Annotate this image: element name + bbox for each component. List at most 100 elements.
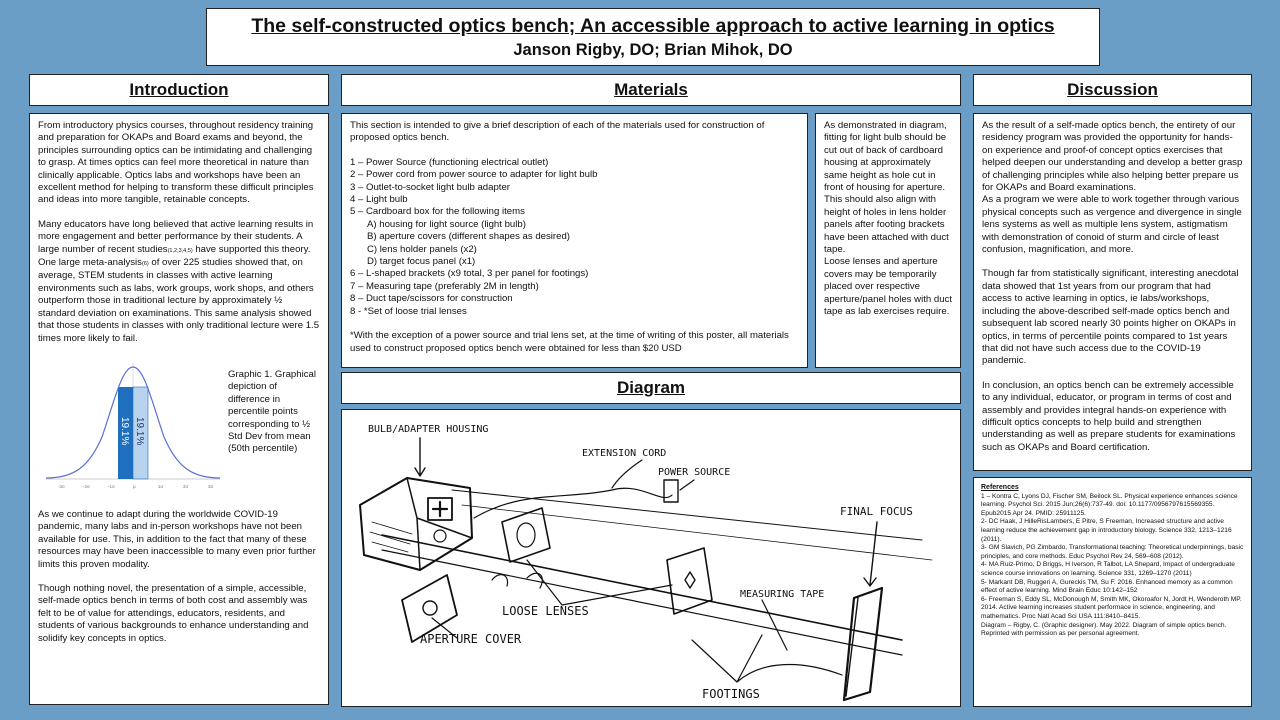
curve-tick-label: -2σ [83,484,90,489]
graphic-caption: Graphic 1. Graphical depiction of differ… [228,368,316,455]
references-title: References [981,484,1019,491]
power-outlet-icon [663,479,679,503]
diagram-header-text: Diagram [616,378,686,397]
materials-subitem: A) housing for light source (light bulb) [367,218,526,230]
discussion-paragraph-1: As the result of a self-made optics benc… [982,120,1243,194]
lens-1 [516,522,536,548]
intro-p2-b: have supported this theory. One large me… [38,243,311,269]
reference-item: 3- GM Slavich, PG Zimbardo, Transformati… [981,544,1244,560]
title-banner: The self-constructed optics bench; An ac… [206,8,1100,66]
lens-2 [684,571,696,589]
intro-paragraph-4: Though nothing novel, the presentation o… [38,582,309,644]
aperture-cover-hole [422,600,438,616]
materials-item: 7 – Measuring tape (preferably 2M in len… [350,280,539,292]
intro-paragraph-3: As we continue to adapt during the world… [38,508,316,570]
introduction-panel: From introductory physics courses, throu… [29,113,329,705]
reference-item: 6- Freeman S, Eddy SL, McDonough M, Smit… [981,595,1242,620]
reference-item: 1 – Kontra C, Lyons DJ, Fischer SM, Beil… [981,492,1238,517]
materials-header: Materials [341,74,961,106]
materials-side-p2: Loose lenses and aperture covers may be … [824,256,952,318]
lens-panel-1 [501,507,551,563]
label-power-source: POWER SOURCE [658,467,730,478]
label-extension-cord: EXTENSION CORD [582,448,666,459]
intro-p2-a: Many educators have long believed that a… [38,218,314,255]
materials-item: 8 - *Set of loose trial lenses [350,305,467,317]
optics-bench-sketch: BULB/ADAPTER HOUSING EXTENSION CORD POWE… [359,424,933,702]
lens-panel-2 [666,547,713,615]
bench-rail-top [381,534,903,641]
diagram-header: Diagram [341,372,961,404]
discussion-header: Discussion [973,74,1252,106]
final-focus-panel [842,586,884,702]
materials-item: 4 – Light bulb [350,194,408,206]
arrow-bulb [414,437,426,477]
aperture-opening [427,497,453,521]
reference-item: 4- MA Ruiz-Primo, D Briggs, H Iverson, R… [981,561,1235,577]
materials-item: 6 – L-shaped brackets (x9 total, 3 per p… [350,268,589,280]
intro-citation-2: (6) [141,261,149,268]
bulb-housing-edges [406,477,473,571]
introduction-header-text: Introduction [129,80,229,99]
label-aperture-cover: APERTURE COVER [420,632,522,646]
materials-subitem: D) target focus panel (x1) [367,256,476,268]
materials-item: 2 – Power cord from power source to adap… [350,169,598,181]
band-label-left: 19.1% [119,417,130,445]
materials-side-panel: As demonstrated in diagram, fitting for … [815,113,961,368]
intro-p2-c: of over 225 studies showed that, on aver… [38,257,320,344]
materials-subitem: C) lens holder panels (x2) [367,243,477,255]
discussion-header-text: Discussion [1067,80,1158,99]
discussion-paragraph-2: Though far from statistically significan… [982,268,1239,367]
arrow-focus [863,521,878,587]
curve-tick-label: -1σ [108,484,115,489]
label-measuring-tape: MEASURING TAPE [740,589,824,600]
materials-item: 3 – Outlet-to-socket light bulb adapter [350,181,510,193]
reference-item: 5- Markant DB, Ruggeri A, Gureckis TM, S… [981,578,1233,595]
aperture-cover [401,574,458,643]
curve-tick-label: -3σ [58,484,65,489]
materials-panel: This section is intended to give a brief… [341,113,808,368]
bulb-housing-box [359,477,473,571]
materials-list: 1 – Power Source (functioning electrical… [350,157,799,318]
arrow-power [679,479,695,491]
label-loose-lenses: LOOSE LENSES [502,604,589,618]
discussion-paragraph-1b: As a program we were able to work togeth… [982,194,1242,256]
aperture-cross-icon [431,500,449,518]
materials-footnote: *With the exception of a power source an… [350,330,789,354]
discussion-panel: As the result of a self-made optics benc… [973,113,1252,471]
bench-rail-bottom [381,549,903,656]
diagram-labels: BULB/ADAPTER HOUSING EXTENSION CORD POWE… [368,424,913,701]
band-label-right: 19.1% [134,417,145,445]
references-panel: References 1 – Kontra C, Lyons DJ, Fisch… [973,477,1252,707]
curve-tick-label: 3σ [208,484,214,489]
introduction-header: Introduction [29,74,329,106]
intro-paragraph-1: From introductory physics courses, throu… [38,120,314,206]
shaded-band-right [132,386,149,480]
loose-lens-a [491,574,509,587]
normal-curve [45,366,221,479]
intro-paragraph-2: Many educators have long believed that a… [38,219,320,345]
discussion-paragraph-3: In conclusion, an optics bench can be ex… [982,379,1236,453]
arrow-footings [691,634,843,683]
materials-item: 1 – Power Source (functioning electrical… [350,156,549,168]
table-edge-line-2 [461,504,933,561]
bulb-icon [433,529,447,543]
curve-tick-label: 1σ [158,484,164,489]
label-bulb-housing: BULB/ADAPTER HOUSING [368,424,488,435]
label-final-focus: FINAL FOCUS [840,505,913,518]
materials-item: 8 – Duct tape/scissors for construction [350,293,513,305]
loose-lens-b [526,572,543,589]
materials-intro: This section is intended to give a brief… [350,120,765,144]
curve-tick-label: 2σ [183,484,189,489]
reference-item: Diagram – Rigby, C. (Graphic designer). … [981,621,1227,638]
reference-item: 2- DC Haak, J HilleRisLambers, E Pitre, … [981,518,1232,543]
arrow-cord [611,459,643,489]
housing-shading [369,521,413,553]
materials-side-p1: As demonstrated in diagram, fitting for … [824,120,949,256]
materials-header-text: Materials [614,80,688,99]
arrow-lenses [526,559,673,606]
extension-cord [473,487,673,519]
label-footings: FOOTINGS [702,687,760,701]
arrow-aperture [431,617,458,639]
